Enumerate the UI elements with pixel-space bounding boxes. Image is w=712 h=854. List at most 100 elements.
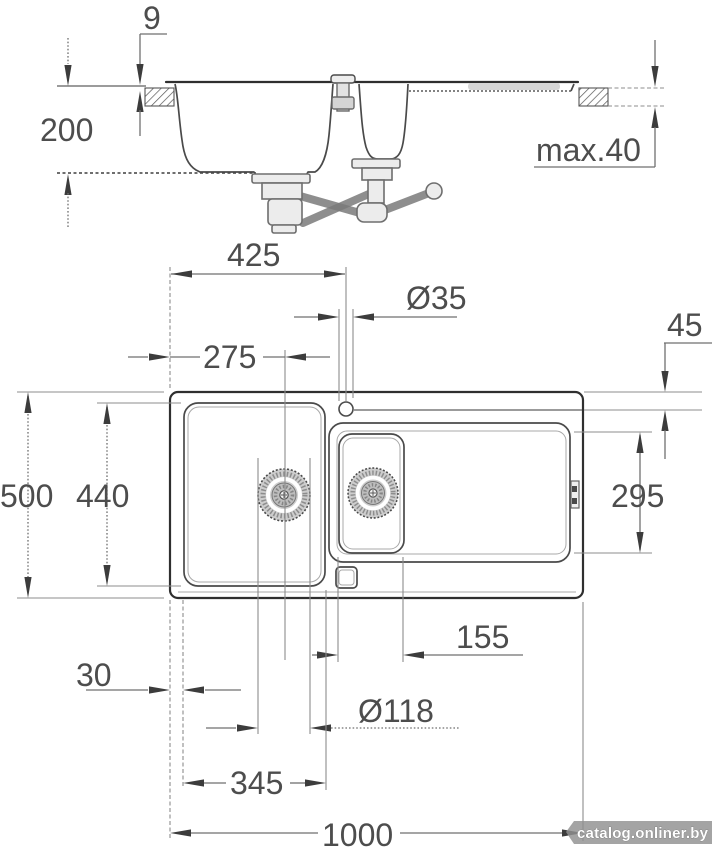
dimension-345: 345 bbox=[183, 590, 327, 801]
arrowhead bbox=[285, 353, 306, 361]
dimension-30: 30 bbox=[76, 657, 241, 694]
dim-200-label: 200 bbox=[40, 112, 93, 148]
dim-425-label: 425 bbox=[227, 237, 280, 273]
small-drain-cup bbox=[361, 167, 393, 181]
dim-275-label: 275 bbox=[203, 339, 256, 375]
main-drain-flange bbox=[251, 173, 311, 184]
waste-button-inner bbox=[338, 569, 355, 586]
dim-30-label: 30 bbox=[76, 657, 112, 693]
dimension-155: 155 bbox=[312, 557, 523, 662]
watermark: catalog.onliner.by bbox=[566, 821, 712, 844]
dimension-425: 425 bbox=[169, 237, 347, 401]
faucet-nut bbox=[331, 96, 355, 110]
clip-notch-top bbox=[572, 486, 577, 492]
main-drain-strainer bbox=[257, 468, 311, 522]
dimension-counter-thickness-max40: max.40 bbox=[534, 40, 659, 168]
dimension-440: 440 bbox=[76, 402, 181, 587]
small-bowl-profile bbox=[358, 83, 409, 160]
trap-foot bbox=[271, 224, 297, 234]
dimension-45: 45 bbox=[584, 307, 712, 459]
plan-view bbox=[168, 390, 585, 600]
arrowhead bbox=[183, 779, 204, 787]
drain-elbow bbox=[356, 202, 388, 223]
plan-dimensions: 425 Ø35 275 45 bbox=[0, 237, 712, 853]
small-bowl-plan bbox=[338, 433, 405, 554]
arrowhead bbox=[403, 651, 424, 659]
main-bowl-profile bbox=[174, 83, 334, 178]
dim-118-label: Ø118 bbox=[358, 693, 434, 729]
dim-440-label: 440 bbox=[76, 478, 129, 514]
trap-body bbox=[267, 198, 303, 226]
arrowhead bbox=[149, 686, 170, 694]
dimension-295: 295 bbox=[574, 431, 664, 554]
small-drain-flange bbox=[351, 158, 401, 169]
arrowhead bbox=[136, 64, 144, 85]
dim-max40-label: max.40 bbox=[536, 132, 641, 168]
arrowhead bbox=[636, 432, 644, 453]
arrowhead bbox=[24, 577, 32, 598]
arrowhead bbox=[64, 174, 72, 195]
watermark-band bbox=[566, 821, 712, 844]
trap-pipe-diagonal-b bbox=[299, 189, 375, 227]
main-drain-cup bbox=[261, 182, 303, 200]
dimension-275: 275 bbox=[128, 339, 330, 660]
arrowhead bbox=[353, 313, 374, 321]
small-drain-strainer bbox=[347, 467, 399, 519]
drain-assembly bbox=[251, 158, 443, 234]
dim-155-label: 155 bbox=[456, 619, 509, 655]
dimension-hole-35: Ø35 bbox=[294, 280, 466, 401]
arrowhead bbox=[103, 565, 111, 586]
arrowhead bbox=[24, 392, 32, 413]
dim-35-label: Ø35 bbox=[406, 280, 466, 316]
main-bowl-plan bbox=[183, 402, 326, 587]
arrowhead bbox=[324, 270, 345, 278]
dim-9-label: 9 bbox=[143, 0, 161, 36]
small-drain-tailpipe bbox=[367, 179, 385, 204]
dim-345-label: 345 bbox=[230, 765, 283, 801]
dim-500-label: 500 bbox=[0, 478, 53, 514]
counter-hatch-right bbox=[578, 87, 609, 107]
arrowhead bbox=[103, 403, 111, 424]
dim-45-label: 45 bbox=[667, 307, 703, 343]
arrowhead bbox=[305, 779, 326, 787]
dimension-drain-118: Ø118 bbox=[206, 458, 460, 734]
arrowhead bbox=[149, 353, 170, 361]
drainer-inner-rim bbox=[336, 430, 567, 555]
main-bowl-inner-rim bbox=[187, 406, 322, 583]
arrowhead bbox=[171, 270, 192, 278]
watermark-text: catalog.onliner.by bbox=[577, 825, 709, 842]
arrowhead bbox=[237, 724, 258, 732]
arrowhead bbox=[310, 724, 331, 732]
waste-button bbox=[335, 566, 358, 589]
arrowhead bbox=[661, 410, 669, 431]
arrowhead bbox=[651, 107, 659, 128]
faucet-cap bbox=[330, 74, 356, 84]
arrowhead bbox=[136, 91, 144, 112]
mounting-clip bbox=[570, 480, 580, 509]
counter-hatch-left bbox=[144, 87, 175, 107]
small-bowl-inner-rim bbox=[342, 437, 401, 550]
outlet-pipe bbox=[381, 189, 433, 214]
sink-outline-plan bbox=[168, 390, 585, 600]
drainer-group-plan bbox=[328, 422, 571, 563]
faucet-hole bbox=[338, 401, 354, 417]
dimension-bowl-depth-200: 200 bbox=[40, 38, 93, 227]
arrowhead bbox=[636, 532, 644, 553]
drainer-highlight bbox=[468, 83, 560, 90]
dimension-1000: 1000 bbox=[169, 600, 584, 853]
arrowhead bbox=[170, 829, 191, 837]
arrowhead bbox=[183, 686, 204, 694]
arrowhead bbox=[317, 651, 338, 659]
arrowhead bbox=[651, 66, 659, 87]
outlet-fitting bbox=[425, 182, 443, 200]
dimension-rim-height-9: 9 bbox=[136, 0, 167, 136]
dimension-500: 500 bbox=[0, 391, 164, 599]
arrowhead bbox=[661, 371, 669, 392]
clip-notch-bottom bbox=[572, 498, 577, 504]
arrowhead bbox=[318, 313, 339, 321]
dim-1000-label: 1000 bbox=[322, 817, 393, 853]
sink-right-wall bbox=[570, 83, 575, 92]
section-view: 9 200 max.40 bbox=[40, 0, 664, 234]
